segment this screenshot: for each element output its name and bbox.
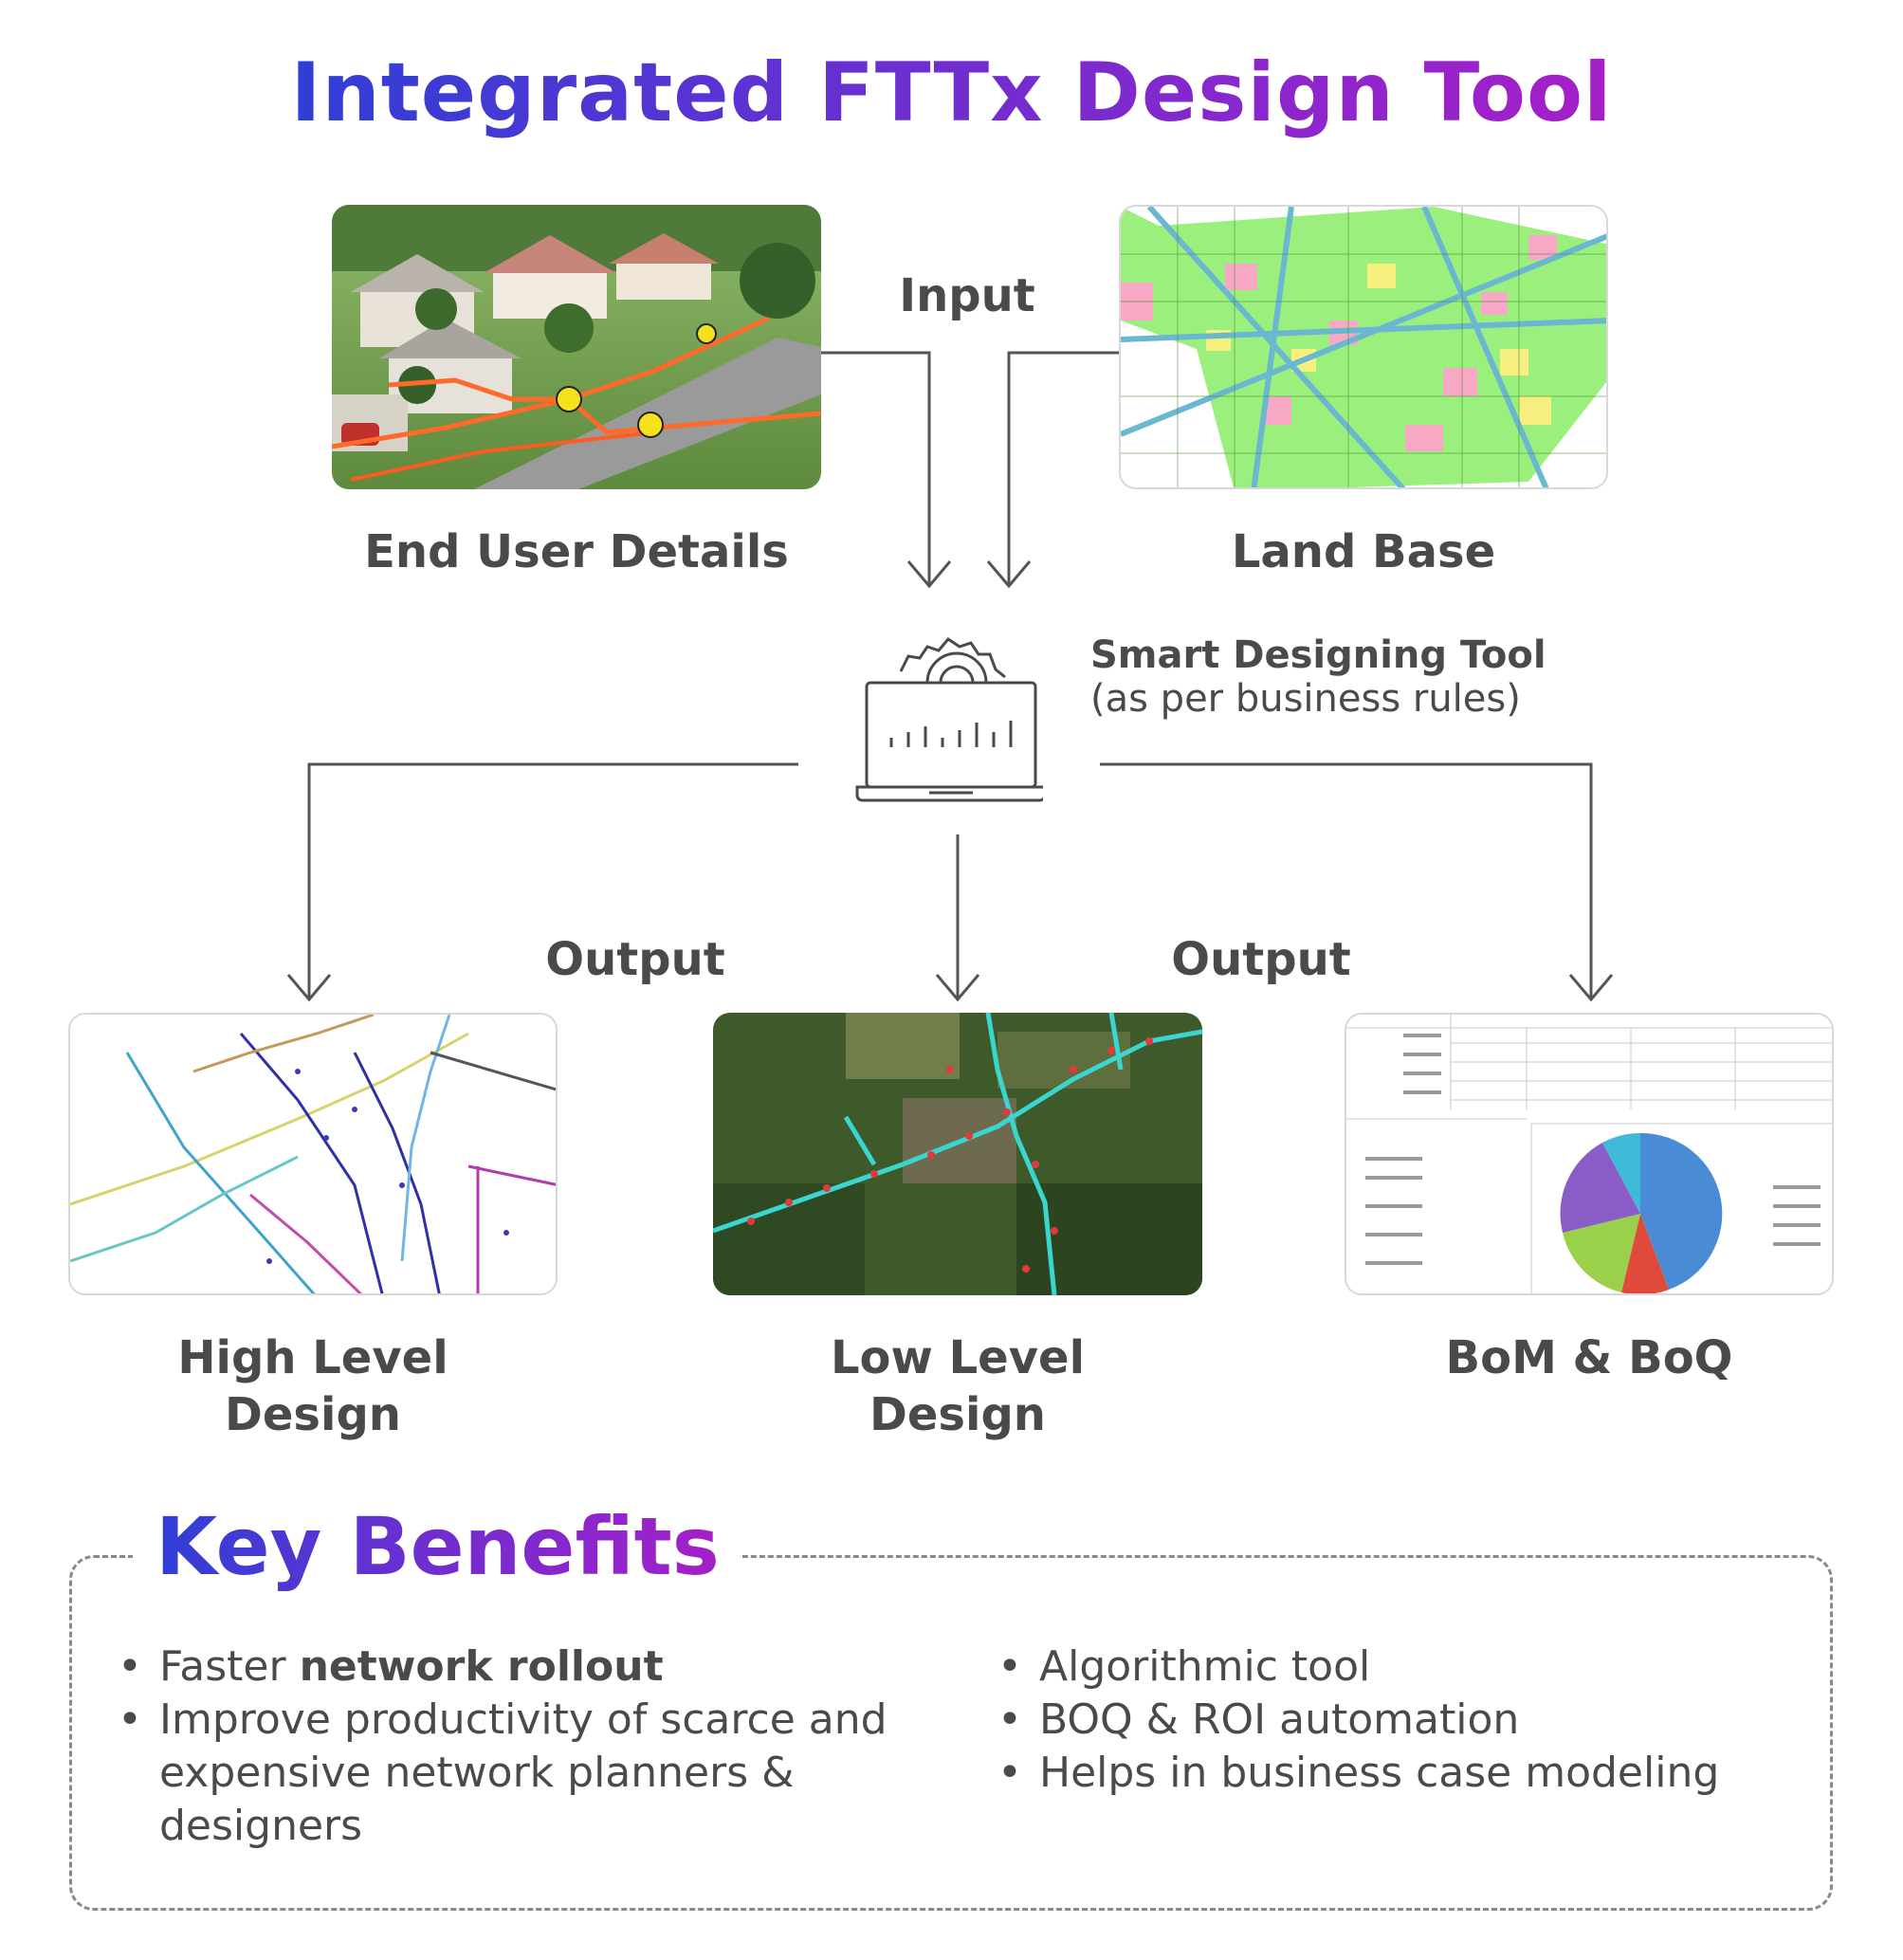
benefit-item: Faster network rollout (114, 1640, 891, 1694)
arrow-land-base-to-tool (1007, 351, 1119, 586)
key-benefits-title: Key Benefits (133, 1500, 742, 1593)
low-level-design-label: Low Level Design (830, 1331, 1086, 1441)
benefits-list-right: Algorithmic tool BOQ & ROI automation He… (994, 1640, 1809, 1800)
smart-tool-title: Smart Designing Tool (1090, 633, 1546, 677)
smart-tool-caption: Smart Designing Tool (as per business ru… (1090, 633, 1546, 721)
output-label-right: Output (1171, 933, 1351, 986)
input-label: Input (899, 269, 1035, 322)
benefits-list-left: Faster network rollout Improve productiv… (114, 1640, 891, 1853)
smart-tool-subtitle: (as per business rules) (1090, 677, 1521, 721)
end-user-label: End User Details (364, 525, 789, 578)
benefit-item: BOQ & ROI automation (994, 1694, 1809, 1747)
arrow-end-user-to-tool (820, 351, 931, 586)
benefit-item: Helps in business case modeling (994, 1747, 1809, 1800)
benefit-item: Algorithmic tool (994, 1640, 1809, 1694)
land-base-image (1119, 205, 1608, 489)
benefit-item: Improve productivity of scarce and expen… (114, 1694, 891, 1853)
bom-boq-label: BoM & BoQ (1445, 1331, 1733, 1384)
high-level-design-label: High Level Design (177, 1331, 448, 1441)
key-benefits-box (69, 1555, 1833, 1911)
page-title: Integrated FTTx Design Tool (290, 46, 1613, 140)
high-level-design-image (68, 1013, 558, 1295)
arrow-tool-to-hld (307, 762, 798, 999)
end-user-image (332, 205, 821, 489)
arrow-tool-to-bom (1100, 762, 1593, 999)
bom-boq-image (1345, 1013, 1834, 1295)
laptop-gear-icon (855, 637, 1043, 802)
land-base-label: Land Base (1231, 525, 1496, 578)
output-label-left: Output (545, 933, 725, 986)
low-level-design-image (713, 1013, 1202, 1295)
